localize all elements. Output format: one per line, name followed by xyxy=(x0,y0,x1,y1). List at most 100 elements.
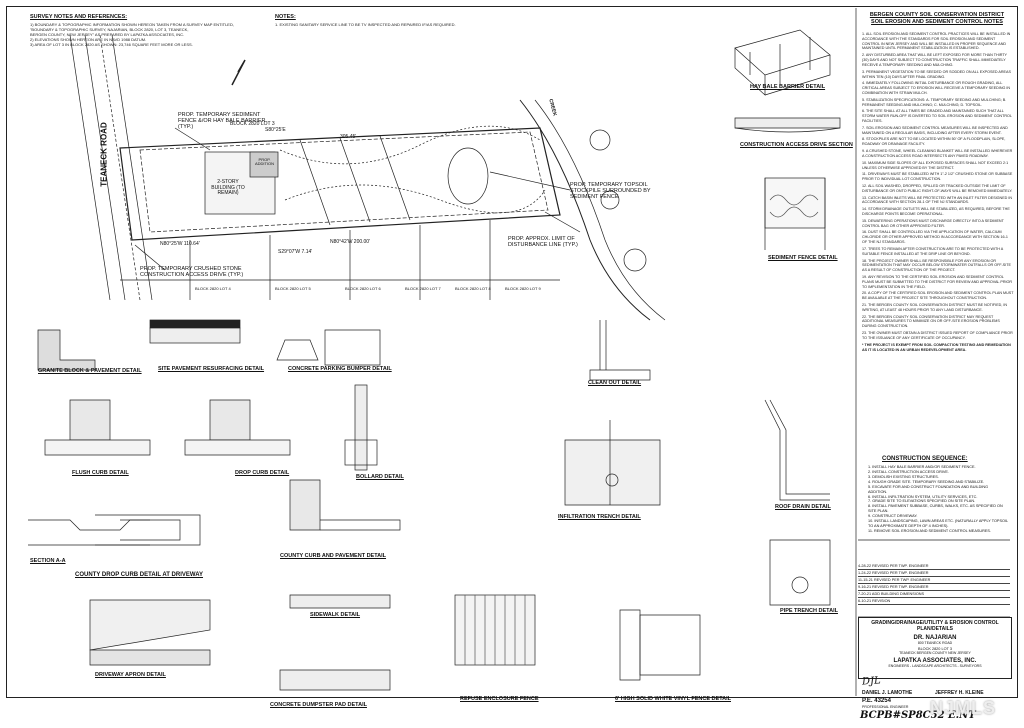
sheet-title: GRADING/DRAINAGE/UTILITY & EROSION CONTR… xyxy=(871,620,999,632)
detail-driveway-apron: DRIVEWAY APRON DETAIL xyxy=(95,672,166,678)
soil-note: 18. THE PROJECT OWNER SHALL BE RESPONSIB… xyxy=(862,258,1012,273)
detail-flush-curb: FLUSH CURB DETAIL xyxy=(72,470,129,476)
soil-note: 23. THE OWNER MUST OBTAIN A DISTRICT ISS… xyxy=(862,331,1013,340)
bearing-label: N80°25'W 110.64' xyxy=(160,241,200,247)
detail-vinyl-fence: 6' HIGH SOLID WHITE VINYL FENCE DETAIL xyxy=(615,696,731,702)
soil-note: 11. DRIVEWAYS MUST BE STABILIZED WITH 1"… xyxy=(862,172,1013,182)
callout-topsoil: PROP. TEMPORARY TOPSOIL STOCKPILE SURROU… xyxy=(570,182,651,201)
revision-row: 6-10-21 REVISION xyxy=(858,598,1010,605)
callout-disturbance: PROP. APPROX. LIMIT OF DISTURBANCE LINE … xyxy=(508,236,578,249)
sequence-step: 10. INSTALL LANDSCAPING, LAWN AREAS ETC.… xyxy=(868,519,1008,529)
general-note: 1. EXISTING SANITARY SERVICE LINE TO BE … xyxy=(275,22,456,27)
soil-note: 12. ALL SOIL WASHED, DROPPED, SPILLED OR… xyxy=(862,183,1013,193)
detail-sediment-fence: SEDIMENT FENCE DETAIL xyxy=(768,255,838,261)
soil-note: 9. A CRUSHED STONE, WHEEL CLEANING BLANK… xyxy=(862,149,1013,158)
survey-notes-heading: SURVEY NOTES AND REFERENCES: xyxy=(30,14,128,20)
sequence-step: 4. ROUGH GRADE SITE. TEMPORARY SEEDING A… xyxy=(868,479,985,484)
detail-access-drive: CONSTRUCTION ACCESS DRIVE SECTION xyxy=(740,142,853,148)
survey-note: BERGEN COUNTY, NEW JERSEY" AS PREPARED B… xyxy=(30,32,185,37)
adjacent-lot: BLOCK 2820 LOT 5 xyxy=(275,286,311,291)
sequence-step: 1. INSTALL HAY BALE BARRIER AND/OR SEDIM… xyxy=(868,465,976,469)
client-name: DR. NAJARIAN xyxy=(913,635,957,641)
survey-note: 1) BOUNDARY & TOPOGRAPHIC INFORMATION SH… xyxy=(30,22,234,27)
general-notes-heading: NOTES: xyxy=(275,14,296,20)
sequence-step: 5. EXCAVATE FOR AND CONSTRUCT FOUNDATION… xyxy=(868,484,989,494)
soil-note: 17. TREES TO REMAIN AFTER CONSTRUCTION A… xyxy=(862,246,1004,256)
sequence-step: 3. DEMOLISH EXISTING STRUCTURES. xyxy=(868,474,939,479)
soil-note: 4. IMMEDIATELY FOLLOWING INITIAL DISTURB… xyxy=(862,81,1011,95)
adjacent-lot: BLOCK 2820 LOT 7 xyxy=(405,286,441,291)
soil-note: 19. ANY REVISION TO THE CERTIFIED SOIL E… xyxy=(862,274,1013,289)
firm-subtitle: ENGINEERS - LANDSCAPE ARCHITECTS - SURVE… xyxy=(888,664,982,668)
survey-note: 3) AREA OF LOT 3 IN BLOCK 2820 AS SHOWN:… xyxy=(30,42,193,47)
soil-note: 21. THE BERGEN COUNTY SOIL CONSERVATION … xyxy=(862,303,1008,312)
road-label: TEANECK ROAD xyxy=(99,122,109,187)
soil-note: 14. STORM DRAINAGE OUTLETS WILL BE STABI… xyxy=(862,207,1010,216)
sequence-step: 2. INSTALL CONSTRUCTION ACCESS DRIVE. xyxy=(868,469,950,474)
adjacent-lot: BLOCK 2820 LOT 6 xyxy=(345,286,381,291)
sequence-step: 11. REMOVE SOIL EROSION AND SEDIMENT CON… xyxy=(868,528,992,533)
detail-sidewalk: SIDEWALK DETAIL xyxy=(310,612,361,618)
addition-label: PROP. ADDITION xyxy=(254,157,275,167)
building-label: 2-STORY BUILDING (TO REMAIN) xyxy=(211,179,245,196)
adjacent-lot: BLOCK 2820 LOT 8 xyxy=(455,286,491,291)
detail-infiltration: INFILTRATION TRENCH DETAIL xyxy=(558,514,641,520)
survey-note: 2) ELEVATIONS SHOWN HEREON ARE IN NAVD 1… xyxy=(30,37,147,42)
soil-note: 7. SOIL EROSION AND SEDIMENT CONTROL MEA… xyxy=(862,125,1008,135)
detail-refuse-enclosure: REFUSE ENCLOSURE FENCE xyxy=(460,696,539,702)
signature: DJL xyxy=(861,675,882,688)
soil-note: 22. THE BERGEN COUNTY SOIL CONSERVATION … xyxy=(862,314,1000,329)
soil-note: 20. A COPY OF THE CERTIFIED SOIL EROSION… xyxy=(862,291,1014,301)
soil-note: 15. DEWATERING OPERATIONS MUST DISCHARGE… xyxy=(862,218,1004,228)
soil-note: 8. STOCKPILES ARE NOT TO BE LOCATED WITH… xyxy=(862,137,1006,147)
soil-note: 2. ANY DISTURBED AREA THAT WILL BE LEFT … xyxy=(862,53,1007,67)
detail-bollard: BOLLARD DETAIL xyxy=(356,474,404,480)
detail-pipe-trench: PIPE TRENCH DETAIL xyxy=(780,608,838,614)
detail-granite-block: GRANITE BLOCK & PAVEMENT DETAIL xyxy=(38,368,142,374)
general-notes: 1. EXISTING SANITARY SERVICE LINE TO BE … xyxy=(275,22,456,27)
adjacent-lot: BLOCK 2820 LOT 4 xyxy=(195,286,231,291)
detail-site-pavement: SITE PAVEMENT RESURFACING DETAIL xyxy=(158,366,265,372)
location: TEANECK BERGEN COUNTY NEW JERSEY xyxy=(899,651,971,655)
sequence-step: 7. GRADE SITE TO ELEVATIONS SPECIFIED ON… xyxy=(868,499,976,504)
revision-table: 4-28-22 REVISED PER TWP. ENGINEER 1-24-2… xyxy=(858,563,1010,605)
soil-note: 13. CATCH BASIN INLETS WILL BE PROTECTED… xyxy=(862,195,1013,205)
revision-row: 9-16-21 REVISED PER TWP. ENGINEER xyxy=(858,584,1010,591)
survey-notes: 1) BOUNDARY & TOPOGRAPHIC INFORMATION SH… xyxy=(30,22,234,47)
soil-note: 5. STABILIZATION SPECIFICATIONS: A. TEMP… xyxy=(862,97,1007,107)
soil-notes-heading: BERGEN COUNTY SOIL CONSERVATION DISTRICT… xyxy=(864,12,1010,25)
detail-county-drop-curb: COUNTY DROP CURB DETAIL AT DRIVEWAY xyxy=(75,572,204,578)
engineer-1-name: DANIEL J. LAMOTHE xyxy=(862,690,913,696)
revision-row: 7-20-21 ADD BUILDING DIMENSIONS xyxy=(858,591,1010,598)
detail-hay-bale: HAY BALE BARRIER DETAIL xyxy=(750,84,826,90)
soil-note: 3. PERMANENT VEGETATION TO BE SEEDED OR … xyxy=(862,69,1011,79)
detail-clean-out: CLEAN OUT DETAIL xyxy=(588,380,642,386)
client-address: 800 TEANECK ROAD xyxy=(917,641,953,645)
lot-label: BLOCK 2820 LOT 3 xyxy=(230,121,275,127)
engineer-1-role: PROFESSIONAL ENGINEER xyxy=(862,705,909,709)
bearing-label: S80°25'E xyxy=(265,127,286,133)
revision-row: 11-15-21 REVISED PER TWP. ENGINEER xyxy=(858,577,1010,584)
soil-note: * THE PROJECT IS EXEMPT FROM SOIL COMPAC… xyxy=(862,342,1011,352)
construction-sequence: 1. INSTALL HAY BALE BARRIER AND/OR SEDIM… xyxy=(868,465,1008,534)
detail-county-curb: COUNTY CURB AND PAVEMENT DETAIL xyxy=(280,553,387,559)
engineer-2-name: JEFFREY H. KLEINE xyxy=(935,690,984,696)
block-lot: BLOCK 2820 LOT 3 xyxy=(918,647,952,651)
callout-sediment-fence: PROP. TEMPORARY SEDIMENT FENCE &/OR HAY … xyxy=(178,112,266,131)
bearing-label: S29°07'W 7.14' xyxy=(278,249,313,255)
sequence-step: 6. INSTALL INFILTRATION SYSTEM, UTILITY … xyxy=(868,494,978,499)
bearing-label: N80°42'W 200.00' xyxy=(330,239,371,245)
soil-note: 16. DUST SHALL BE CONTROLLED VIA THE APP… xyxy=(862,230,1008,245)
sequence-step: 8. INSTALL PAVEMENT SUBBASE, CURBS, WALK… xyxy=(868,504,1003,514)
sheet-border xyxy=(6,6,1018,698)
detail-parking-bumper: CONCRETE PARKING BUMPER DETAIL xyxy=(288,366,392,372)
engineer-1-license: P.E. 43254 xyxy=(862,698,891,704)
soil-notes: 1. ALL SOIL EROSION AND SEDIMENT CONTROL… xyxy=(862,32,1014,354)
watermark: NJMLS xyxy=(930,698,997,718)
detail-roof-drain: ROOF DRAIN DETAIL xyxy=(775,504,831,510)
sequence-step: 9. CONSTRUCT DRIVEWAY. xyxy=(868,514,918,519)
adjacent-lot: BLOCK 2820 LOT 9 xyxy=(505,286,541,291)
soil-note: 1. ALL SOIL EROSION AND SEDIMENT CONTROL… xyxy=(862,32,1011,51)
